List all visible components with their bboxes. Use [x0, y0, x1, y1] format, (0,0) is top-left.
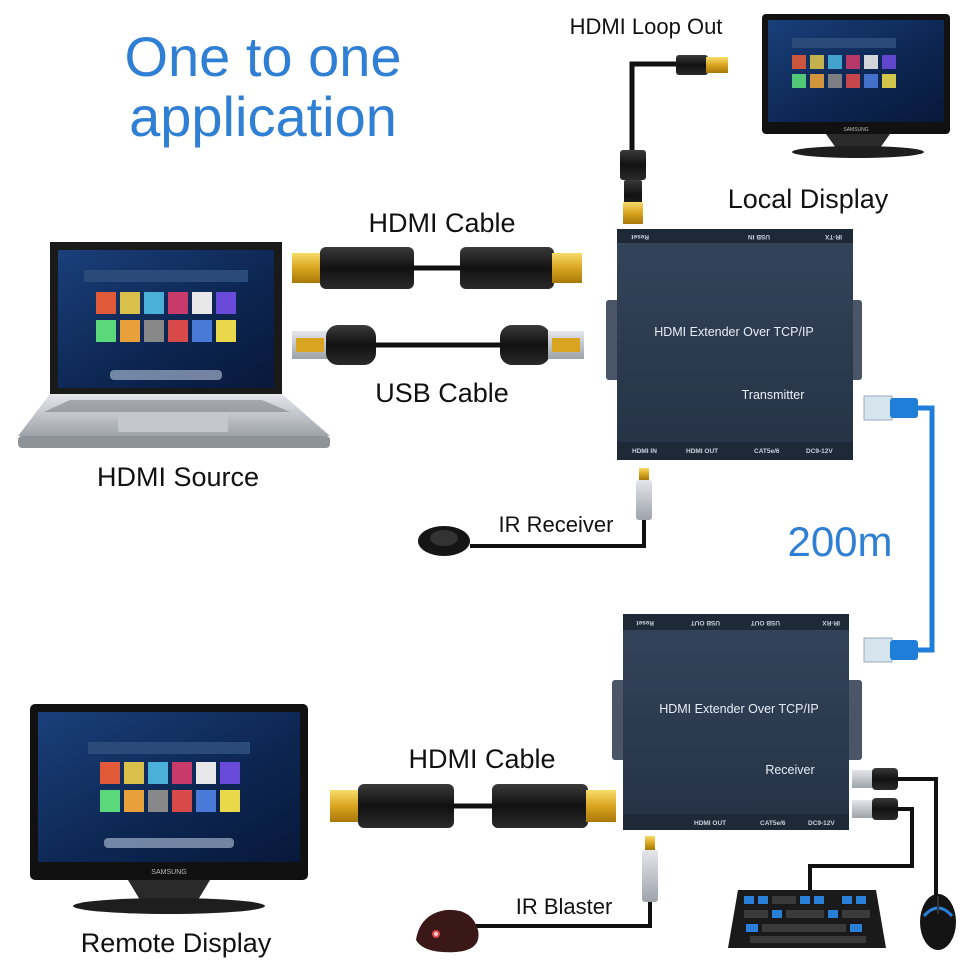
- hdmi-cable-top-label: HDMI Cable: [368, 208, 515, 238]
- hdmi-cable-bottom: [330, 784, 616, 828]
- usb-cable-label: USB Cable: [375, 378, 509, 408]
- network-cable: [863, 395, 935, 663]
- hdmi-cable-top: [292, 247, 582, 289]
- diagram-title: One to one application: [124, 25, 401, 148]
- rx-device-role: Receiver: [765, 763, 814, 777]
- title-line-1: One to one: [124, 25, 401, 88]
- receiver-unit: Reset USB OUT USB OUT IR-RX HDMI Extende…: [612, 614, 862, 830]
- usb-peripheral-cables: [808, 768, 938, 898]
- tx-port-usb-in: USB IN: [748, 233, 770, 240]
- tx-port-ir-tx: IR-TX: [824, 233, 842, 240]
- rx-port-reset: Reset: [635, 619, 654, 626]
- rx-device-name: HDMI Extender Over TCP/IP: [659, 702, 819, 716]
- rx-port-dc: DC9-12V: [808, 820, 835, 827]
- rx-port-usb-out-1: USB OUT: [691, 619, 720, 626]
- local-display-monitor: SAMSUNG: [762, 14, 950, 158]
- tx-port-reset: Reset: [630, 233, 649, 240]
- rx-port-hdmi-out: HDMI OUT: [694, 820, 726, 827]
- ir-receiver: [418, 468, 652, 556]
- mouse: [920, 894, 956, 950]
- tx-device-role: Transmitter: [742, 388, 805, 402]
- distance-label: 200m: [787, 518, 892, 565]
- tx-port-hdmi-in: HDMI IN: [632, 448, 657, 455]
- transmitter-unit: Reset USB IN IR-TX HDMI Extender Over TC…: [606, 229, 862, 460]
- ir-blaster: [416, 836, 658, 953]
- keyboard: [728, 890, 886, 948]
- tx-port-dc: DC9-12V: [806, 448, 833, 455]
- local-display-brand: SAMSUNG: [843, 127, 868, 133]
- ir-receiver-label: IR Receiver: [499, 512, 614, 537]
- laptop-hdmi-source: [18, 242, 330, 448]
- hdmi-loop-out-label: HDMI Loop Out: [570, 14, 723, 39]
- tx-port-hdmi-out: HDMI OUT: [686, 448, 718, 455]
- rx-port-usb-out-2: USB OUT: [751, 619, 780, 626]
- ir-blaster-label: IR Blaster: [516, 894, 613, 919]
- rx-port-cat: CAT5e/6: [760, 820, 786, 827]
- remote-display-monitor: SAMSUNG: [30, 704, 308, 914]
- title-line-2: application: [129, 85, 397, 148]
- tx-port-cat: CAT5e/6: [754, 448, 780, 455]
- hdmi-cable-bottom-label: HDMI Cable: [408, 744, 555, 774]
- remote-display-brand: SAMSUNG: [151, 869, 186, 876]
- remote-display-label: Remote Display: [81, 928, 272, 958]
- local-display-label: Local Display: [728, 184, 889, 214]
- rx-port-ir-rx: IR-RX: [822, 619, 840, 626]
- hdmi-source-label: HDMI Source: [97, 462, 259, 492]
- tx-device-name: HDMI Extender Over TCP/IP: [654, 325, 814, 339]
- hdmi-loop-out-cable: [620, 55, 728, 224]
- usb-cable: [292, 325, 584, 365]
